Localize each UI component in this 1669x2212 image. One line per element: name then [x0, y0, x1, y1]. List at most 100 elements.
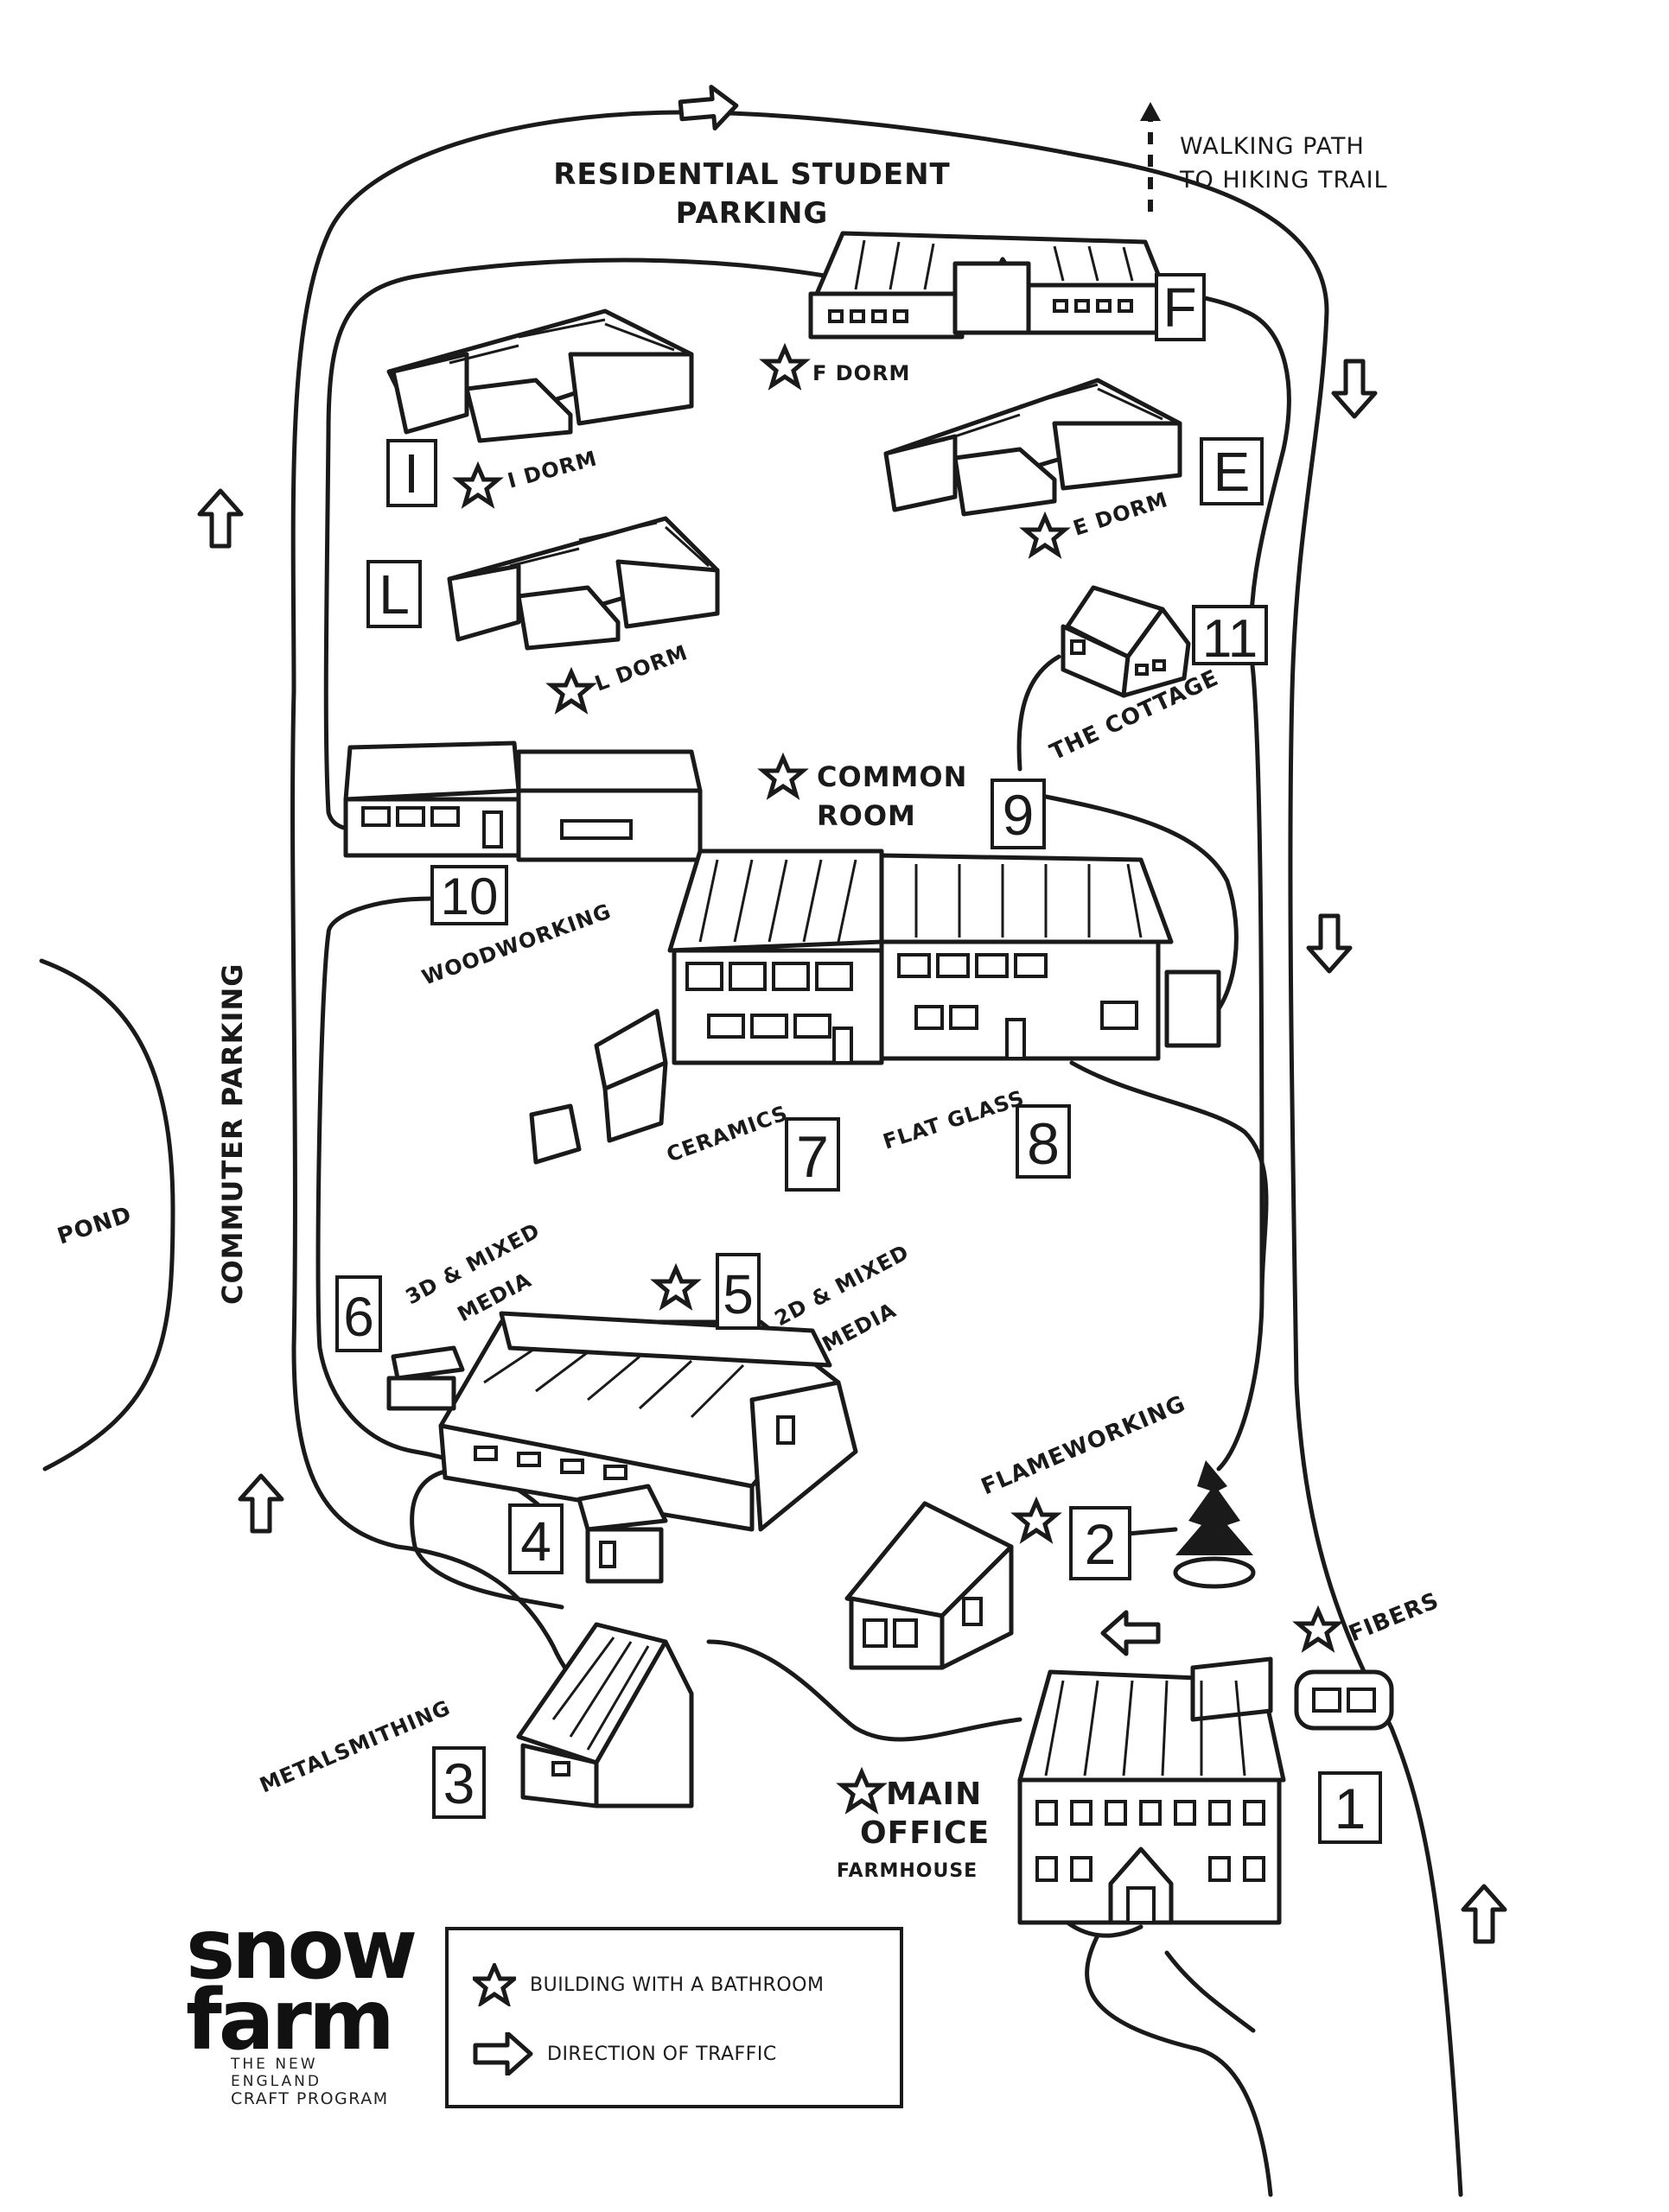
i-dorm-label: I DORM — [505, 446, 600, 493]
bathroom-star-i-dorm — [458, 467, 498, 504]
marker-1[interactable]: 1 — [1318, 1771, 1382, 1844]
studio-building-ceramics-flatglass[interactable] — [667, 849, 1221, 1065]
2d-mixed-media-label-2: MEDIA — [819, 1298, 901, 1357]
fibers-label: FIBERS — [1345, 1588, 1443, 1648]
bathroom-star-mixed-media — [656, 1268, 696, 1306]
residential-parking-label-2: PARKING — [676, 196, 829, 231]
marker-L[interactable]: L — [366, 560, 422, 628]
i-dorm-building[interactable] — [386, 308, 694, 443]
marker-2[interactable]: 2 — [1069, 1506, 1131, 1580]
snow-farm-logo: snow farm THE NEW ENGLAND CRAFT PROGRAM — [186, 1901, 417, 2108]
marker-E[interactable]: E — [1200, 437, 1264, 505]
logo-tagline-1: THE NEW ENGLAND — [231, 2056, 322, 2090]
pond-label: POND — [54, 1202, 135, 1250]
svg-text:2: 2 — [1085, 1512, 1117, 1576]
road-flatglass — [1069, 1060, 1269, 1299]
ceramics-label: CERAMICS — [663, 1101, 791, 1167]
walking-path-label-1: WALKING PATH — [1180, 133, 1365, 160]
l-dorm-building[interactable] — [447, 516, 720, 651]
ceramics-kiln-shed[interactable] — [529, 1008, 668, 1165]
traffic-arrow-right-mid — [1309, 916, 1350, 971]
svg-text:5: 5 — [723, 1263, 754, 1325]
legend-traffic-label: DIRECTION OF TRAFFIC — [547, 2043, 777, 2065]
svg-text:F: F — [1163, 276, 1196, 339]
bathroom-star-l-dorm — [551, 672, 591, 709]
svg-text:9: 9 — [1003, 783, 1035, 847]
marker-7[interactable]: 7 — [785, 1117, 840, 1192]
legend-bathroom-label: BUILDING WITH A BATHROOM — [530, 1974, 825, 1996]
bathroom-star-main-office — [842, 1772, 882, 1809]
marker-6[interactable]: 6 — [335, 1275, 382, 1352]
bathroom-star-flameworking — [1016, 1502, 1056, 1539]
main-office-label-1: MAIN — [886, 1777, 982, 1812]
map-legend: BUILDING WITH A BATHROOM DIRECTION OF TR… — [445, 1927, 903, 2108]
road-bldg4 — [410, 1466, 564, 1610]
svg-text:4: 4 — [520, 1510, 551, 1573]
marker-4[interactable]: 4 — [508, 1503, 564, 1574]
arrow-right-icon — [473, 2032, 533, 2075]
outer-top-road — [680, 110, 1083, 158]
l-dorm-label: L DORM — [591, 640, 691, 696]
marker-3[interactable]: 3 — [432, 1746, 486, 1819]
traffic-arrow-top — [679, 85, 738, 130]
flameworking-label: FLAMEWORKING — [978, 1391, 1189, 1501]
walking-path-label-2: TO HIKING TRAIL — [1179, 167, 1388, 194]
woodworking-building[interactable] — [343, 741, 703, 862]
bathroom-star-common-room — [763, 758, 803, 795]
main-office-label-2: OFFICE — [860, 1815, 990, 1851]
commuter-parking-label: COMMUTER PARKING — [216, 963, 249, 1306]
common-room-label-1: COMMON — [817, 760, 967, 793]
metalsmithing-label: METALSMITHING — [256, 1695, 454, 1797]
pond-shore — [39, 958, 175, 1471]
e-dorm-label: E DORM — [1070, 487, 1171, 541]
e-dorm-building[interactable] — [883, 378, 1182, 517]
marker-11[interactable]: 11 — [1192, 605, 1268, 669]
traffic-arrow-left-upper — [200, 491, 241, 546]
traffic-arrow-left-lower — [240, 1476, 282, 1531]
cottage-building[interactable] — [1061, 585, 1191, 698]
logo-tagline-2: CRAFT PROGRAM — [231, 2089, 389, 2108]
svg-text:I: I — [404, 442, 419, 505]
bathroom-star-f-dorm — [765, 348, 805, 385]
svg-text:6: 6 — [343, 1286, 374, 1348]
marker-F[interactable]: F — [1155, 273, 1206, 341]
road-connector-10 — [326, 896, 435, 936]
marker-10[interactable]: 10 — [430, 865, 508, 925]
svg-text:10: 10 — [441, 868, 499, 925]
logo-line-farm: farm — [186, 1972, 395, 2069]
legend-row-traffic: DIRECTION OF TRAFFIC — [473, 2032, 777, 2075]
traffic-arrow-farmhouse — [1103, 1612, 1158, 1654]
traffic-arrow-right-upper — [1334, 361, 1375, 416]
pine-tree — [1173, 1460, 1256, 1589]
marker-I[interactable]: I — [386, 439, 437, 507]
marker-9[interactable]: 9 — [991, 779, 1046, 849]
walking-path-arrowhead — [1140, 102, 1161, 121]
shed-3d-mixed-media[interactable] — [386, 1345, 465, 1411]
common-room-label-2: ROOM — [817, 799, 916, 832]
residential-parking-label-1: RESIDENTIAL STUDENT — [553, 157, 951, 192]
marker-5[interactable]: 5 — [716, 1253, 761, 1330]
f-dorm-label: F DORM — [812, 361, 910, 385]
traffic-arrow-entrance — [1463, 1886, 1505, 1942]
bathroom-star-e-dorm — [1025, 517, 1065, 554]
bathroom-star-fibers — [1298, 1611, 1338, 1648]
svg-text:1: 1 — [1335, 1777, 1366, 1840]
legend-row-bathroom: BUILDING WITH A BATHROOM — [473, 1963, 824, 2006]
farmhouse-label: FARMHOUSE — [837, 1860, 978, 1882]
f-dorm-building[interactable] — [808, 231, 1165, 340]
flameworking-building[interactable] — [844, 1501, 1014, 1670]
farmhouse-main-office[interactable] — [1017, 1656, 1394, 1925]
svg-text:11: 11 — [1202, 609, 1258, 669]
svg-text:3: 3 — [443, 1751, 475, 1815]
flat-glass-label: FLAT GLASS — [880, 1085, 1028, 1154]
svg-text:L: L — [379, 563, 410, 626]
road-common-east — [1035, 792, 1239, 1022]
mixed-media-building[interactable] — [438, 1311, 858, 1532]
metalsmithing-building[interactable] — [516, 1622, 694, 1808]
logo-line-snow: snow — [186, 1901, 417, 1998]
main-loop-road — [290, 110, 1463, 2197]
marker-8[interactable]: 8 — [1016, 1104, 1071, 1179]
building-4-shed[interactable] — [577, 1484, 668, 1584]
star-icon — [473, 1963, 516, 2006]
